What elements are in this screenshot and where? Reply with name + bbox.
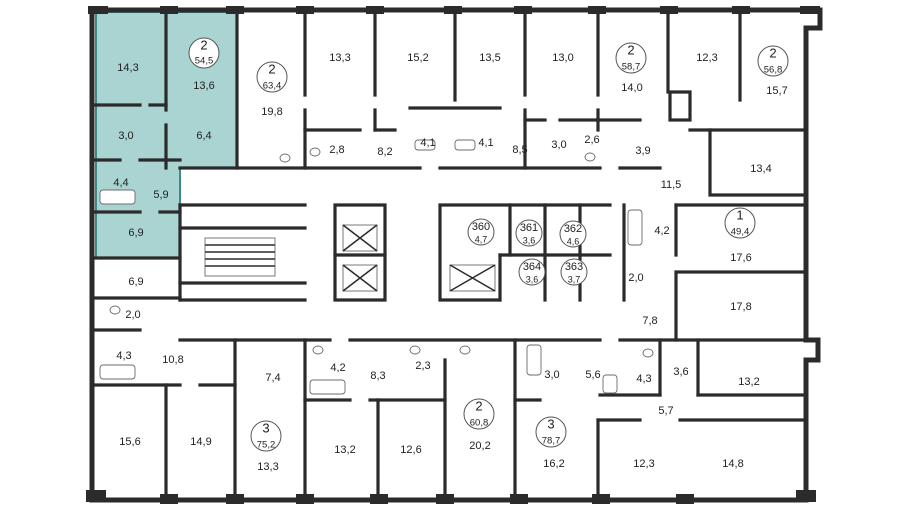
apartment-badge: 2 56,8 (757, 45, 789, 77)
room-area: 5,9 (153, 189, 168, 201)
room-area: 6,9 (128, 276, 143, 288)
unit-area: 3,6 (526, 274, 539, 284)
apartment-number: 3 (262, 420, 269, 435)
room-area: 2,0 (125, 309, 140, 321)
room-area: 14,8 (722, 458, 743, 470)
room-area: 14,3 (117, 62, 138, 74)
room-area: 15,2 (407, 52, 428, 64)
unit-number: 363 (565, 261, 583, 273)
apartment-number: 2 (769, 45, 776, 60)
unit-area: 4,6 (567, 236, 580, 246)
room-area: 14,0 (621, 82, 642, 94)
unit-number: 361 (520, 222, 538, 234)
staircase (204, 237, 276, 277)
room-area: 3,0 (551, 139, 566, 151)
room-area: 8,5 (512, 144, 527, 156)
apartment-number: 3 (547, 416, 554, 431)
room-area: 2,0 (628, 272, 643, 284)
core-fixtures (99, 139, 654, 395)
unit-badge: 364 3,6 (518, 258, 546, 286)
room-area: 16,2 (543, 458, 564, 470)
room-area: 6,4 (196, 130, 211, 142)
room-area: 4,4 (113, 177, 128, 189)
apartment-badge: 2 63,4 (256, 61, 288, 93)
apartment-number: 2 (200, 37, 207, 52)
apartment-number: 2 (475, 398, 482, 413)
room-area: 14,9 (190, 436, 211, 448)
apartment-area: 49,4 (731, 227, 750, 238)
room-area: 4,1 (478, 137, 493, 149)
room-area: 13,5 (479, 52, 500, 64)
room-area: 2,8 (329, 144, 344, 156)
unit-number: 362 (564, 223, 582, 235)
room-area: 4,2 (330, 362, 345, 374)
room-area: 10,8 (162, 354, 183, 366)
apartment-area: 56,8 (764, 65, 783, 76)
unit-badge: 362 4,6 (559, 220, 587, 248)
room-labels: 14,3 13,6 3,0 6,4 4,4 5,9 6,9 19,8 13,3 … (113, 52, 787, 473)
room-area: 2,3 (415, 360, 430, 372)
room-area: 15,7 (766, 85, 787, 97)
apartment-number: 1 (736, 207, 743, 222)
room-area: 17,8 (730, 301, 751, 313)
room-area: 17,6 (730, 252, 751, 264)
room-area: 4,2 (654, 225, 669, 237)
room-area: 4,1 (420, 137, 435, 149)
room-area: 11,5 (661, 179, 682, 191)
apartment-area: 78,7 (542, 436, 561, 447)
room-area: 8,3 (370, 370, 385, 382)
room-area: 12,3 (696, 52, 717, 64)
unit-badge: 361 3,6 (515, 219, 543, 247)
apartment-badges: 2 54,5 2 63,4 2 58,7 2 56,8 1 49,4 2 60,… (188, 37, 789, 452)
interior-walls (94, 10, 808, 502)
unit-number: 364 (523, 261, 541, 273)
room-area: 5,6 (585, 369, 600, 381)
room-area: 3,0 (118, 130, 133, 142)
apartment-number: 2 (268, 61, 275, 76)
room-area: 7,8 (642, 315, 657, 327)
room-area: 5,7 (658, 405, 673, 417)
room-area: 15,6 (119, 436, 140, 448)
apartment-area: 58,7 (622, 62, 641, 73)
unit-badge: 360 4,7 (467, 218, 495, 246)
apartment-badge: 2 58,7 (615, 42, 647, 74)
unit-area: 4,7 (475, 234, 488, 244)
room-area: 13,3 (329, 52, 350, 64)
apartment-badge: 2 54,5 (188, 37, 220, 69)
room-area: 13,4 (750, 163, 771, 175)
room-area: 12,6 (400, 444, 421, 456)
apartment-badge: 3 75,2 (250, 420, 282, 452)
unit-badge: 363 3,7 (560, 258, 588, 286)
room-area: 8,2 (377, 146, 392, 158)
room-area: 12,3 (633, 458, 654, 470)
apartment-area: 75,2 (257, 440, 276, 451)
room-area: 13,2 (334, 444, 355, 456)
room-area: 4,3 (116, 350, 131, 362)
apartment-number: 2 (627, 42, 634, 57)
apartment-area: 63,4 (263, 81, 282, 92)
room-area: 13,0 (552, 52, 573, 64)
room-area: 6,9 (128, 227, 143, 239)
apartment-area: 60,8 (470, 418, 489, 429)
room-area: 13,2 (738, 376, 759, 388)
apartment-area: 54,5 (195, 56, 214, 67)
room-area: 4,3 (636, 373, 651, 385)
room-area: 20,2 (469, 440, 490, 452)
apartment-badge: 1 49,4 (724, 207, 756, 239)
unit-number: 360 (472, 221, 490, 233)
unit-area: 3,6 (523, 235, 536, 245)
room-area: 3,9 (635, 145, 650, 157)
apartment-badge: 3 78,7 (535, 416, 567, 448)
unit-area: 3,7 (568, 274, 581, 284)
apartment-badge: 2 60,8 (463, 398, 495, 430)
room-area: 13,3 (257, 461, 278, 473)
room-area: 3,0 (544, 369, 559, 381)
room-area: 2,6 (584, 134, 599, 146)
unit-badges: 360 4,7 361 3,6 362 4,6 364 3,6 363 3,7 (467, 218, 588, 286)
room-area: 7,4 (265, 372, 280, 384)
room-area: 19,8 (261, 106, 282, 118)
room-area: 3,6 (673, 366, 688, 378)
room-area: 13,6 (193, 80, 214, 92)
